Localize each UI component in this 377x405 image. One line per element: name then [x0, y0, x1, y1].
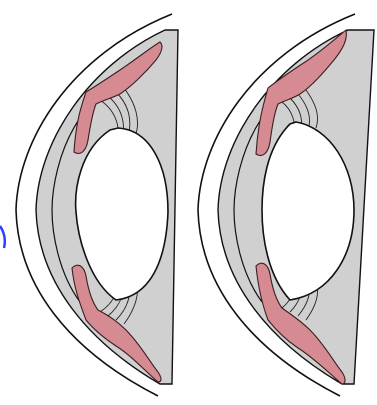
- eye-section-left: [16, 14, 178, 396]
- eye-section-right: [198, 14, 374, 396]
- left-edge-mark: [0, 226, 5, 248]
